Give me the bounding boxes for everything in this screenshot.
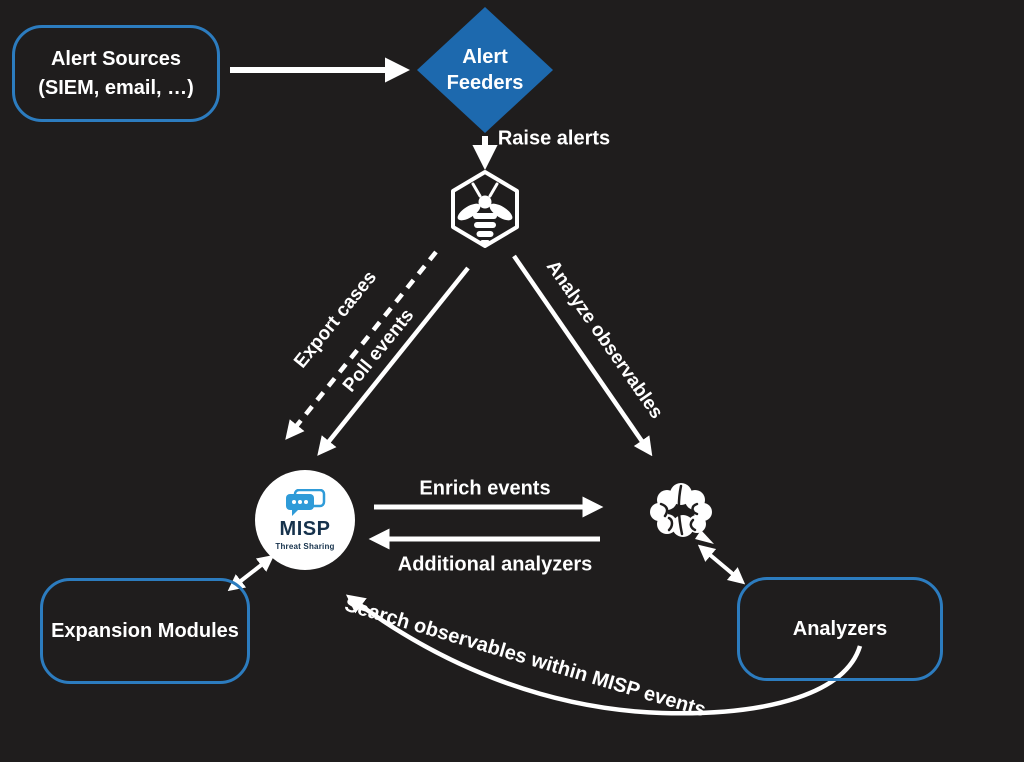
analyzers-label: Analyzers [792, 617, 888, 640]
alert-sources-label-line2: (SIEM, email, …) [38, 76, 194, 99]
additional-analyzers-label: Additional analyzers [397, 553, 593, 576]
bee-stripe-2 [474, 222, 496, 228]
thehive-bee-icon [451, 170, 519, 248]
misp-node: MISP Threat Sharing [255, 470, 355, 570]
arrow-analyze-observables [512, 254, 653, 457]
bee-stripe-1 [473, 213, 497, 219]
hexagon-outline [451, 170, 519, 248]
raise-alerts-label: Raise alerts [497, 127, 611, 150]
chat-bubbles-icon [286, 489, 326, 516]
enrich-events-label: Enrich events [419, 477, 551, 500]
arrow-poll-events [317, 266, 470, 456]
alert-feeders-label-line2: Feeders [446, 72, 524, 94]
alert-feeders-label-line1: Alert [462, 46, 508, 68]
arrow-search-observables [345, 594, 863, 716]
expansion-modules-box: Expansion Modules [40, 578, 250, 684]
bee-wing-left [457, 203, 481, 221]
cortex-brain-icon [650, 483, 714, 544]
arrow-cortex-analyzers [697, 544, 746, 585]
alert-sources-label-line1: Alert Sources [50, 47, 182, 70]
bee-stripe-4 [480, 240, 490, 245]
alert-feeders-diamond [417, 7, 553, 133]
arrow-export-cases [285, 250, 438, 440]
alert-sources-box: Alert Sources (SIEM, email, …) [12, 25, 220, 122]
bee-head [478, 195, 492, 209]
arrow-misp-expansion [227, 554, 275, 592]
expansion-modules-label: Expansion Modules [51, 619, 239, 642]
misp-subtitle: Threat Sharing [275, 542, 335, 551]
bee-stripe-3 [476, 231, 494, 237]
bee-wing-right [489, 203, 513, 221]
analyzers-box: Analyzers [737, 577, 943, 681]
bee-antennae [471, 182, 499, 198]
misp-title: MISP [279, 518, 331, 540]
alert-feeders-label: Alert Feeders [447, 44, 524, 96]
